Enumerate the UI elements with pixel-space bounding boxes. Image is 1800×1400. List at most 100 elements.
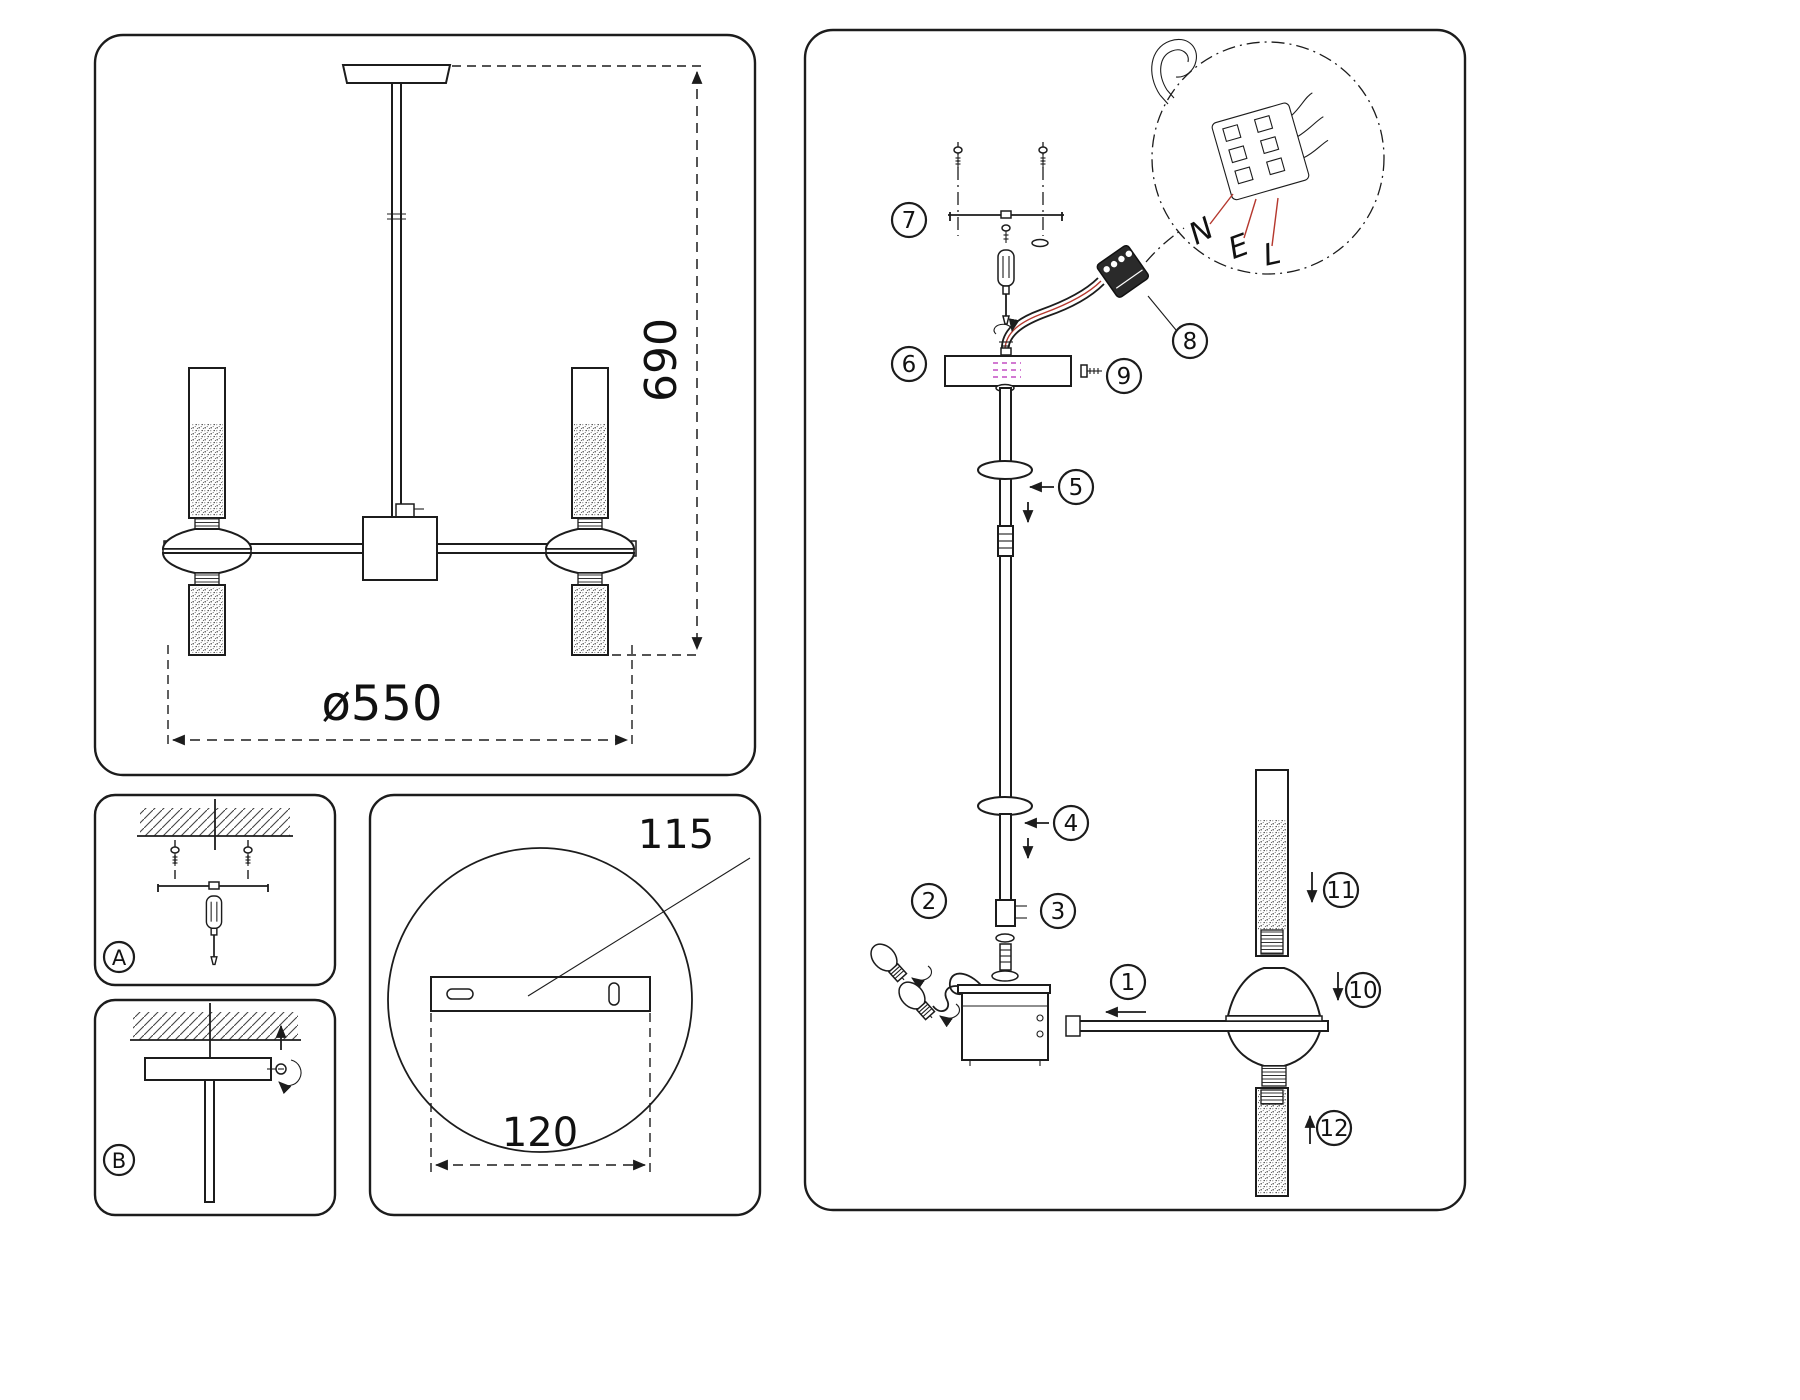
ceiling-hatch [133,1012,298,1040]
body-assembly-group [932,933,1051,1066]
step-number-5: 5 [1069,475,1084,501]
step-circle-11: 11 [1322,871,1360,909]
side-lamp-assembly: 11 10 12 [1065,769,1382,1197]
ring-4 [977,796,1033,816]
step8-connector-group: 8 [1001,227,1209,360]
step5-group: 5 [1022,468,1095,524]
center-body [362,516,438,581]
ring-5 [977,460,1033,480]
main-rod-group [977,383,1033,927]
rotate-arrow [911,965,933,990]
panel-a-border [93,793,337,987]
ceiling-plate [341,64,452,84]
step-circle-5: 5 [1057,468,1095,506]
step-number-6: 6 [902,352,917,378]
panel-front-view: 690 ø550 [93,33,757,777]
panel-a-label: A [112,946,127,970]
step-number-8: 8 [1183,329,1198,355]
step3-group: 3 [1039,892,1077,930]
holder-top [1226,967,1322,1017]
canopy-plate [144,1057,272,1081]
step-number-9: 9 [1117,364,1132,390]
screw-icon [1038,146,1048,168]
left-lamp-unit [161,367,253,656]
right-lamp-unit [544,367,636,656]
step9-screw-group: 9 [1080,357,1143,395]
panel-canopy-dims: 115 120 [368,793,762,1217]
screw-icon [267,1059,302,1095]
plate-slot-left [446,988,474,1000]
hanging-rod [204,1079,215,1203]
step-number-4: 4 [1064,811,1079,837]
step6-canopy-group: 6 [890,318,1072,387]
step-number-2: 2 [922,889,937,915]
step-circle-10: 10 [1344,971,1382,1009]
terminal-block-sketch [1211,92,1329,201]
rod-end-fitting [995,899,1016,927]
step-number-7: 7 [902,208,917,234]
chandelier-front-drawing [161,64,637,656]
arm-end-fitting [1065,1015,1081,1037]
step-circle-12: 12 [1315,1109,1353,1147]
diameter-dimension: ø550 [167,645,633,748]
wire-label-l: L [1260,236,1284,274]
rod-upper [999,387,1012,527]
panel-a-badge: A [102,940,136,974]
step-number-3: 3 [1051,899,1066,925]
bulb-icon [898,981,936,1021]
panel-b-badge: B [102,1143,136,1177]
height-dimension: 690 [452,65,703,656]
panel-step-a: A [93,793,337,987]
step-number-10: 10 [1348,978,1377,1004]
washer-icon [995,933,1015,943]
step1-group: 1 [1104,963,1147,1018]
step-number-11: 11 [1326,878,1355,904]
panel-assembly: 7 [803,28,1467,1212]
screw-icon [243,846,253,866]
step-circle-4: 4 [1052,804,1090,842]
panel-step-b: B [93,998,337,1217]
step-number-12: 12 [1319,1116,1348,1142]
rod-lower [999,555,1012,807]
screwdriver-icon [997,249,1015,325]
body-top-plate [957,984,1051,994]
diameter-dimension-label: ø550 [322,676,443,732]
stem-bracket [395,503,415,519]
washer-icon [1031,238,1049,248]
terminal-connector [1096,244,1150,298]
center-body [961,992,1049,1061]
plate-width-label: 120 [502,1110,578,1156]
canopy-circle [387,847,693,1153]
step7-bracket-group: 7 [890,142,1064,325]
step-circle-1: 1 [1109,963,1147,1001]
panel-b-label: B [112,1149,126,1173]
bulb-icon [870,943,908,983]
step-circle-7: 7 [890,201,928,239]
leader-line [527,857,751,997]
stem-rod [391,82,402,519]
height-dimension-label: 690 [636,318,687,402]
screwdriver-icon [205,895,223,966]
screw-icon [953,146,963,168]
panel-assembly-border [803,28,1467,1212]
nut-icon [991,970,1019,982]
plate-length-label: 115 [638,812,714,858]
step-circle-3: 3 [1039,892,1077,930]
hook-icon [1151,39,1197,105]
screw-icon [1080,364,1102,378]
step-number-1: 1 [1121,970,1136,996]
step-circle-8: 8 [1171,322,1209,360]
rotate-arrow [939,1003,961,1028]
rotate-arrow [278,1059,302,1095]
screw-icon [170,846,180,866]
step-circle-2: 2 [910,882,948,920]
step2-bulbs-group: 2 [870,882,961,1028]
canopy [944,355,1072,387]
plate-slot-right [608,982,620,1006]
step4-group: 4 [1022,804,1090,860]
lamp-arm [1071,1020,1329,1032]
step-circle-6: 6 [890,345,928,383]
screw-icon [1001,224,1011,243]
